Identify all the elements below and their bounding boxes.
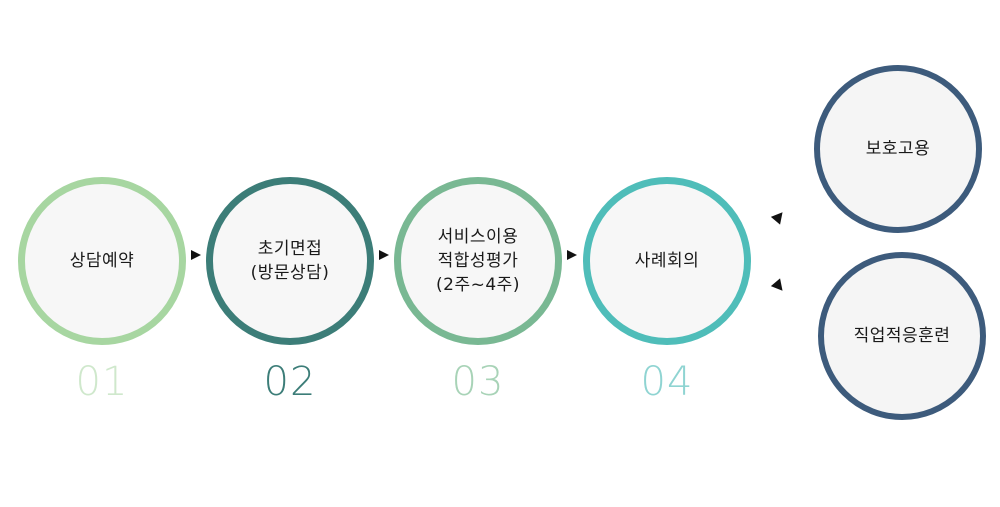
branch-pointer-up-icon xyxy=(770,208,788,225)
step-number-4: 04 xyxy=(640,359,694,405)
arrow-right-icon xyxy=(379,250,389,260)
step-label: 상담예약 xyxy=(69,251,135,271)
step-circle-1: 상담예약 xyxy=(18,177,186,345)
step-number-3: 03 xyxy=(451,359,505,405)
step-circle-2: 초기면접 (방문상담) xyxy=(206,177,374,345)
arrow-right-icon xyxy=(567,250,577,260)
outcome-label: 보호고용 xyxy=(865,139,931,159)
step-label-line-2: (방문상담) xyxy=(250,263,330,283)
outcome-label: 직업적응훈련 xyxy=(853,326,951,346)
step-label-line-1: 서비스이용 xyxy=(437,227,519,247)
branch-pointer-down-icon xyxy=(770,278,788,295)
step-number-2: 02 xyxy=(263,359,317,405)
outcome-circle-2: 직업적응훈련 xyxy=(818,252,986,420)
step-circle-3: 서비스이용 적합성평가 (2주~4주) xyxy=(394,177,562,345)
step-circle-4: 사례회의 xyxy=(583,177,751,345)
step-label-line-1: 초기면접 xyxy=(257,239,323,259)
step-number-1: 01 xyxy=(75,359,129,405)
step-label-line-2: 적합성평가 xyxy=(437,251,519,271)
step-label-line-3: (2주~4주) xyxy=(436,275,520,295)
outcome-circle-1: 보호고용 xyxy=(814,65,982,233)
step-label: 사례회의 xyxy=(634,251,700,271)
arrow-right-icon xyxy=(191,250,201,260)
